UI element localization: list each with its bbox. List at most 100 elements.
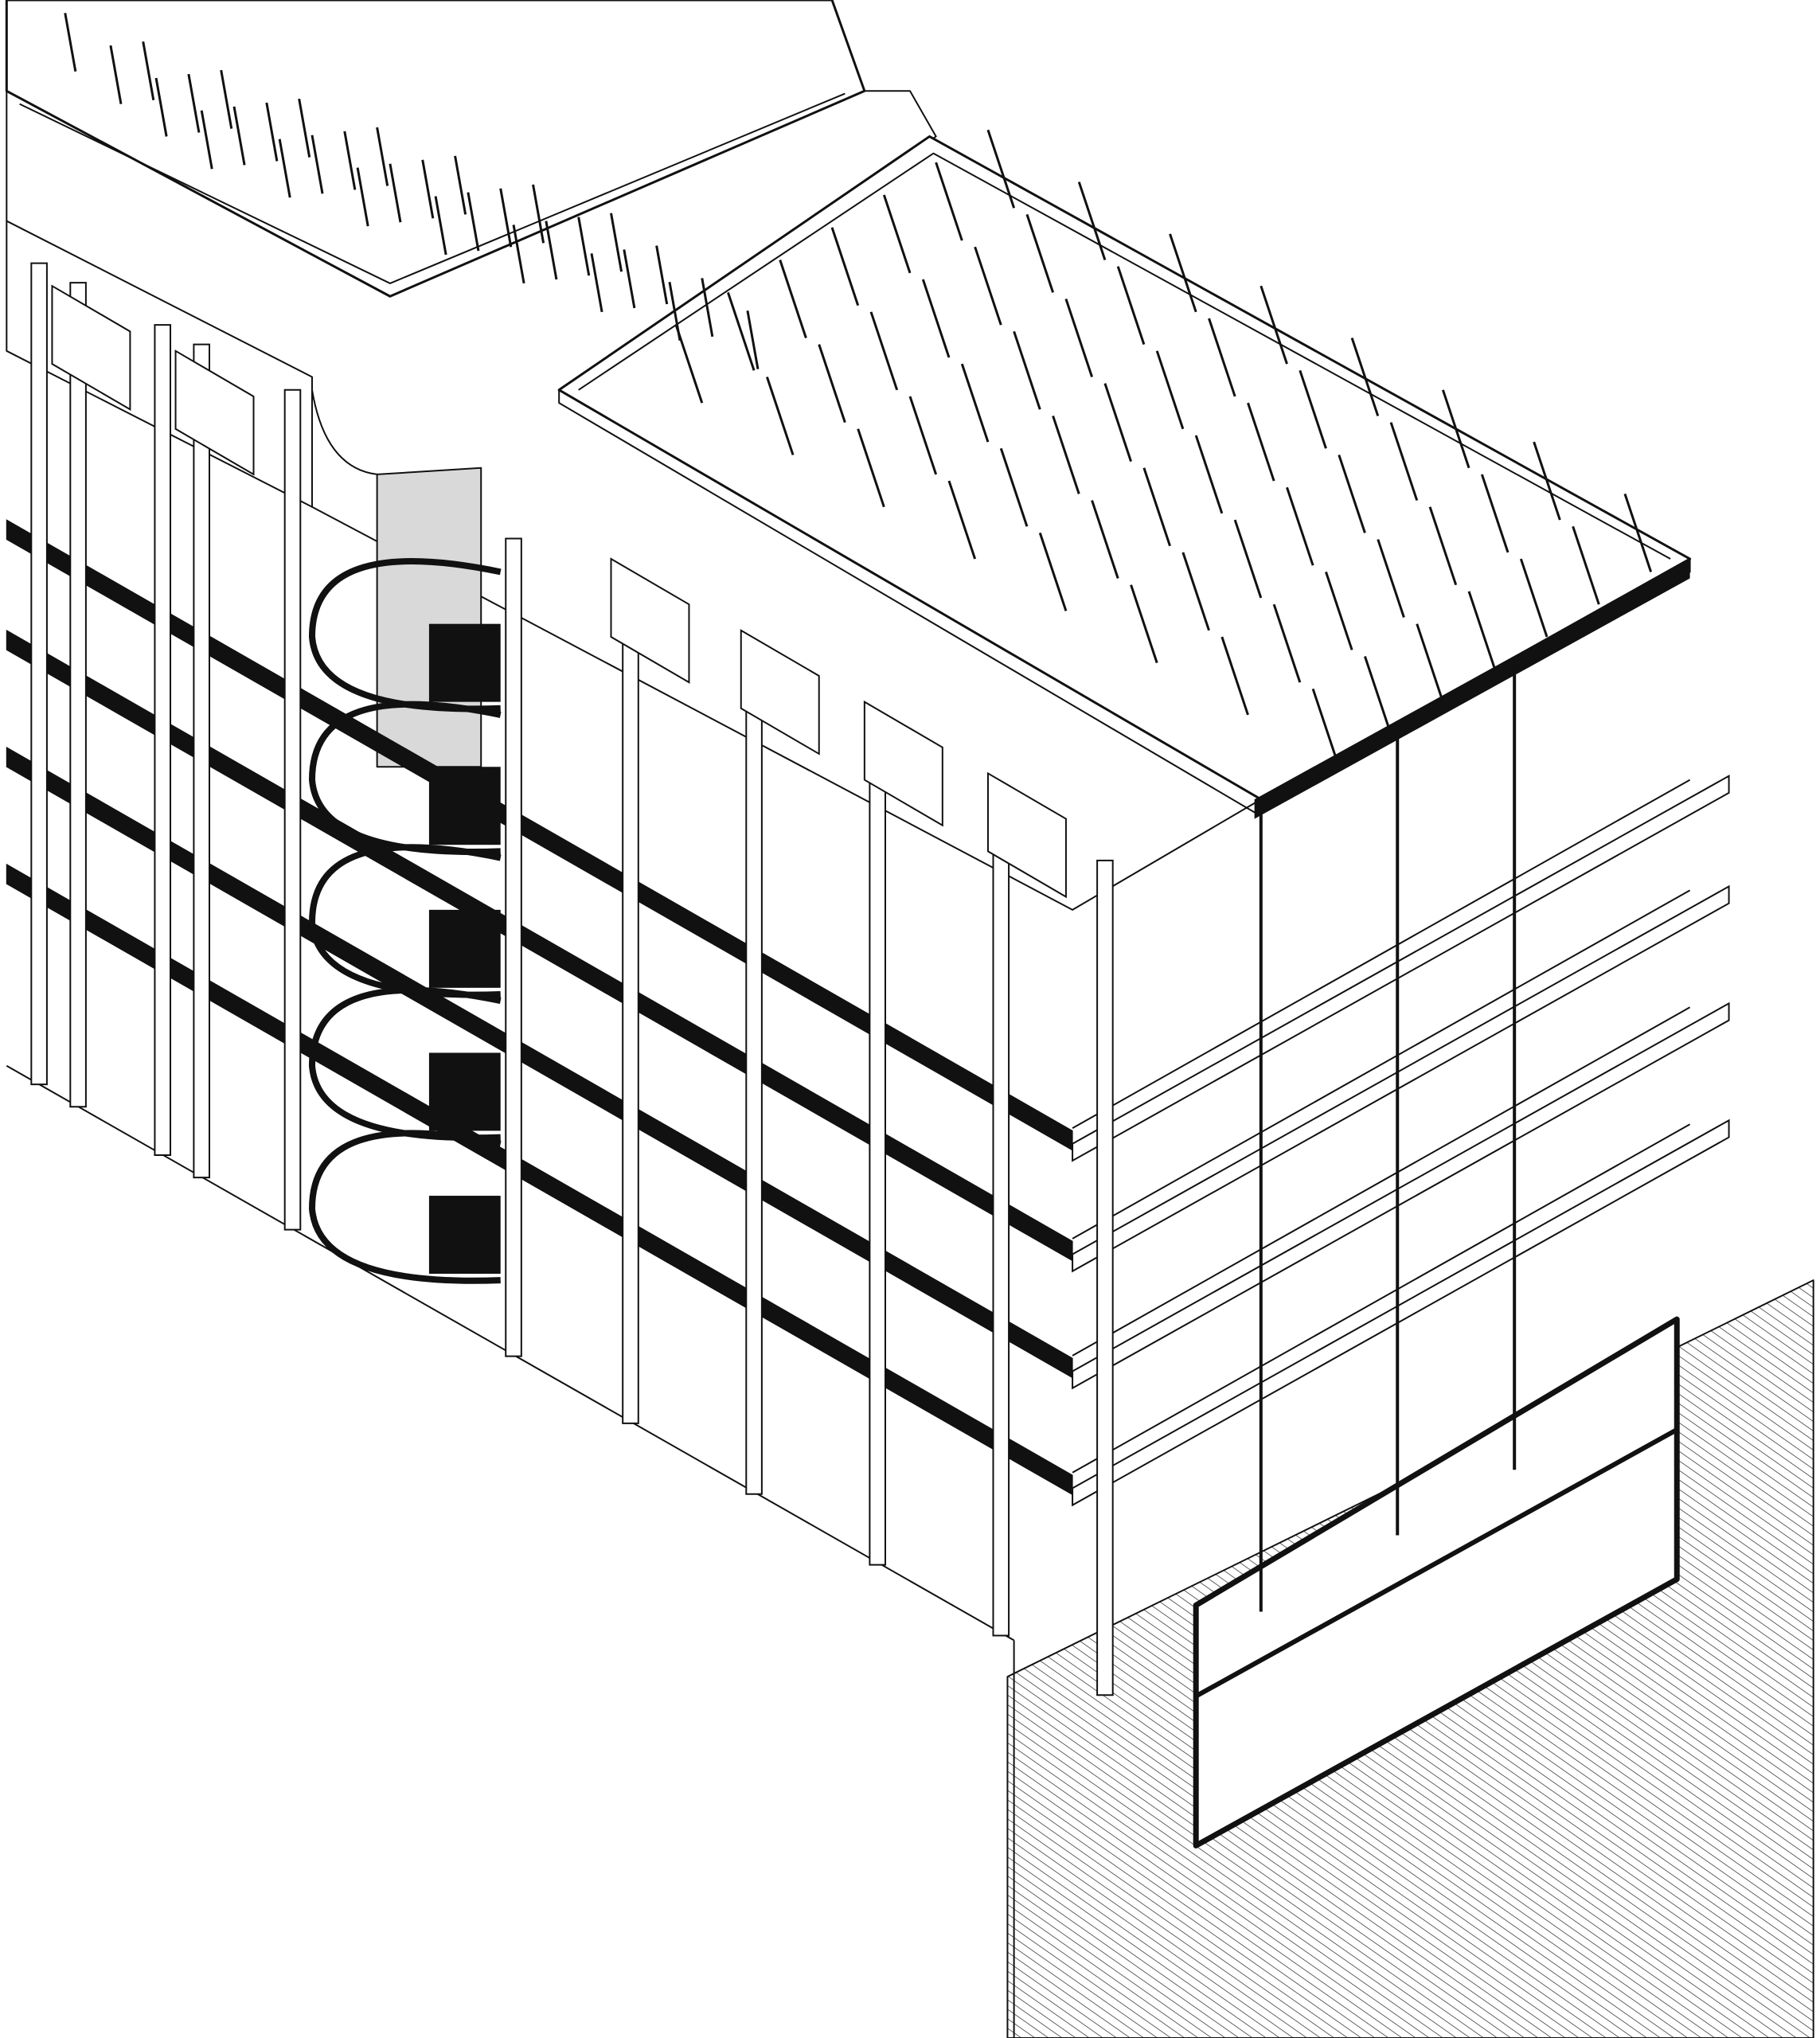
stair-shadow bbox=[428, 1052, 501, 1131]
stair-shadow bbox=[428, 767, 501, 845]
basement-room bbox=[1196, 1319, 1677, 1845]
solar-rack bbox=[1287, 487, 1313, 565]
floor-slab-top-edge bbox=[1072, 890, 1690, 1239]
window bbox=[176, 351, 254, 474]
solar-rack bbox=[501, 189, 511, 247]
column bbox=[993, 804, 1009, 1636]
solar-rack bbox=[1144, 468, 1170, 546]
roof-panel-left-rim bbox=[20, 94, 846, 283]
solar-rack bbox=[1092, 501, 1119, 579]
column bbox=[1097, 861, 1113, 1695]
floor-slab-top-edge bbox=[1072, 1007, 1690, 1356]
solar-rack bbox=[1326, 572, 1352, 650]
solar-rack bbox=[910, 396, 936, 474]
column bbox=[154, 325, 170, 1155]
solar-rack bbox=[1040, 533, 1066, 611]
solar-rack bbox=[455, 156, 466, 214]
solar-rack bbox=[1365, 656, 1391, 734]
solar-rack bbox=[962, 364, 988, 442]
solar-rack bbox=[357, 168, 368, 226]
stair-shadow bbox=[428, 623, 501, 702]
solar-rack bbox=[1222, 637, 1248, 715]
solar-rack bbox=[949, 481, 975, 559]
column bbox=[31, 264, 47, 1085]
solar-rack bbox=[1261, 286, 1287, 364]
solar-rack bbox=[988, 130, 1014, 208]
solar-rack bbox=[377, 127, 388, 185]
solar-rack bbox=[858, 429, 885, 507]
spiral-stair-turn bbox=[312, 1133, 501, 1280]
solar-rack bbox=[189, 74, 199, 132]
solar-rack bbox=[1391, 423, 1417, 501]
solar-rack bbox=[390, 164, 400, 222]
solar-rack bbox=[592, 253, 602, 311]
solar-rack bbox=[1482, 474, 1508, 552]
solar-rack bbox=[1625, 494, 1651, 572]
solar-rack bbox=[468, 193, 478, 251]
solar-rack bbox=[884, 195, 910, 273]
stair-shadow bbox=[428, 909, 501, 988]
solar-rack bbox=[514, 224, 524, 283]
solar-rack bbox=[1313, 689, 1339, 767]
solar-rack bbox=[1430, 507, 1456, 585]
solar-rack bbox=[1443, 390, 1469, 468]
solar-rack bbox=[702, 278, 713, 336]
column bbox=[746, 670, 762, 1494]
column bbox=[869, 736, 885, 1564]
solar-rack bbox=[1209, 318, 1236, 396]
roof-slab-edge bbox=[1254, 559, 1690, 819]
solar-rack bbox=[1118, 267, 1144, 345]
column bbox=[623, 603, 639, 1423]
solar-rack bbox=[546, 221, 557, 279]
solar-rack bbox=[1469, 591, 1495, 670]
window bbox=[865, 702, 943, 826]
solar-rack bbox=[1170, 234, 1197, 312]
window bbox=[988, 773, 1066, 896]
solar-rack bbox=[312, 135, 322, 193]
solar-rack bbox=[299, 99, 310, 157]
roof-panel-right-rim bbox=[579, 154, 1670, 559]
solar-rack bbox=[435, 197, 446, 255]
floor-slab-side bbox=[1072, 886, 1728, 1271]
solar-rack bbox=[748, 310, 758, 369]
floor-slab-side bbox=[1072, 1003, 1728, 1388]
solar-rack bbox=[767, 377, 793, 455]
solar-rack bbox=[1105, 384, 1131, 462]
column bbox=[70, 283, 86, 1107]
solar-rack bbox=[780, 260, 807, 338]
solar-rack bbox=[143, 41, 154, 100]
solar-rack bbox=[1079, 182, 1105, 260]
solar-rack bbox=[423, 160, 433, 218]
solar-rack bbox=[579, 217, 589, 275]
solar-rack bbox=[156, 78, 166, 136]
floor-slab-top-edge bbox=[1072, 780, 1690, 1129]
solar-rack bbox=[1157, 351, 1183, 429]
solar-rack bbox=[1378, 540, 1404, 618]
solar-rack bbox=[1053, 416, 1080, 494]
solar-rack bbox=[657, 246, 667, 304]
solar-rack bbox=[1235, 520, 1261, 598]
basement-slab bbox=[1196, 1430, 1677, 1696]
window bbox=[52, 286, 130, 409]
solar-rack bbox=[975, 247, 1002, 325]
solar-rack bbox=[279, 139, 290, 197]
solar-rack bbox=[1534, 442, 1560, 520]
solar-rack bbox=[533, 185, 544, 243]
solar-rack bbox=[1521, 559, 1547, 637]
solar-rack bbox=[234, 107, 244, 165]
solar-rack bbox=[1001, 448, 1027, 526]
stair-core-wall bbox=[377, 468, 482, 767]
solar-rack bbox=[1573, 526, 1599, 604]
column bbox=[193, 345, 209, 1177]
window bbox=[741, 631, 819, 754]
solar-rack bbox=[670, 282, 680, 340]
column bbox=[285, 390, 301, 1230]
solar-rack bbox=[111, 45, 121, 103]
solar-rack bbox=[1339, 455, 1365, 533]
solar-rack bbox=[221, 70, 232, 128]
solar-rack bbox=[1352, 338, 1378, 416]
stair-shadow bbox=[428, 1196, 501, 1274]
solar-rack bbox=[1300, 370, 1326, 448]
solar-rack bbox=[65, 13, 76, 71]
